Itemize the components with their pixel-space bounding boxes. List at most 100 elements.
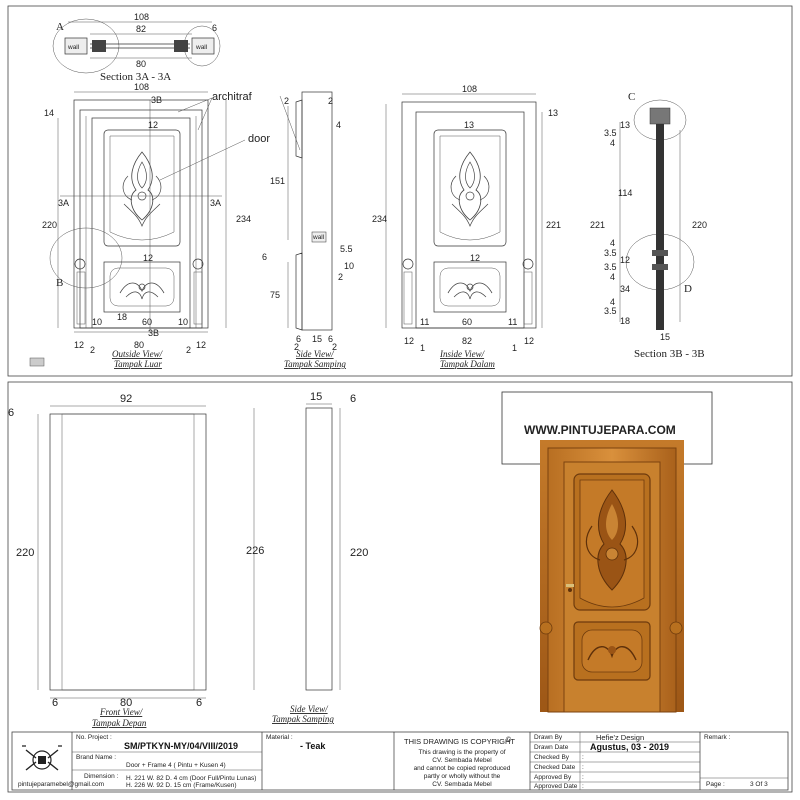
outside-dim-right-height: 234 bbox=[236, 214, 251, 224]
brand-name-label: Brand Name : bbox=[76, 754, 116, 761]
approved-date-label: Approved Date bbox=[534, 783, 578, 790]
side-caption-2: Tampak Samping bbox=[284, 359, 346, 369]
section-aa-wall-left: wall bbox=[67, 44, 80, 51]
side-view-top: wall 2 2 4 151 5.5 6 10 2 75 6 15 6 2 2 … bbox=[262, 91, 354, 369]
logo-caption: pintujeparamebel@gmail.com bbox=[18, 781, 104, 788]
outside-section-right: 3A bbox=[210, 198, 221, 208]
section-bb-detail-d: D bbox=[684, 283, 692, 295]
legend-swatch bbox=[29, 357, 45, 367]
outside-detail-b: B bbox=[56, 277, 63, 289]
outside-section-top: 3B bbox=[151, 95, 162, 105]
section-bb-d35c: 3.5 bbox=[604, 262, 617, 272]
dimension-label: Dimension : bbox=[84, 773, 119, 780]
dimension-line-1: H. 221 W. 82 D. 4 cm (Door Full/Pintu Lu… bbox=[126, 775, 256, 782]
section-bb-d4c: 4 bbox=[610, 272, 615, 282]
approved-by-colon: : bbox=[582, 774, 584, 781]
section-aa-marker: A bbox=[56, 21, 64, 33]
photo-watermark: WWW.PINTUJEPARA.COM bbox=[524, 423, 676, 437]
inside-dim-right-top: 13 bbox=[548, 108, 558, 118]
front-dim-left-height: 220 bbox=[16, 547, 34, 559]
side-dim-2: 2 bbox=[338, 272, 343, 282]
outside-section-left: 3A bbox=[58, 198, 69, 208]
outside-dim-top: 108 bbox=[134, 82, 149, 92]
inside-dim-base-1l: 1 bbox=[420, 343, 425, 353]
section-aa-dim-side: 6 bbox=[212, 23, 217, 33]
dimension-line-2: H. 226 W. 92 D. 15 cm (Frame/Kusen) bbox=[126, 782, 237, 789]
section-bb-d4d: 4 bbox=[610, 297, 615, 307]
material-value: - Teak bbox=[300, 741, 326, 751]
front-caption-1: Front View/ bbox=[99, 707, 144, 717]
section-aa-dim-bottom: 80 bbox=[136, 59, 146, 69]
copyright-line: This drawing is the property of bbox=[418, 749, 505, 756]
inside-dim-base-1r: 1 bbox=[512, 343, 517, 353]
section-aa-wall-right: wall bbox=[195, 44, 208, 51]
outside-dim-left-height: 220 bbox=[42, 220, 57, 230]
inside-caption-2: Tampak Dalam bbox=[440, 359, 495, 369]
section-aa-title: Section 3A - 3A bbox=[100, 71, 171, 83]
inside-dim-right-height: 221 bbox=[546, 220, 561, 230]
front-dim-right-height: 226 bbox=[246, 545, 264, 557]
copyright-line: and cannot be copied reproduced bbox=[414, 765, 511, 772]
inside-dim-base-82: 82 bbox=[462, 336, 472, 346]
section-aa: wall wall 108 82 80 6 A Section 3A - 3A bbox=[52, 12, 221, 83]
bside-dim-right-top: 6 bbox=[350, 393, 356, 405]
inside-dim-left-height: 234 bbox=[372, 214, 387, 224]
bside-caption-1: Side View/ bbox=[290, 704, 329, 714]
copyright-symbol: © bbox=[505, 736, 512, 744]
section-bb-title: Section 3B - 3B bbox=[634, 348, 705, 360]
front-dim-left-top: 6 bbox=[8, 407, 14, 419]
section-bb-d35a: 3.5 bbox=[604, 128, 617, 138]
approved-by-label: Approved By bbox=[534, 774, 572, 781]
inside-dim-b11l: 11 bbox=[420, 317, 429, 327]
outside-dim-mid-rail: 12 bbox=[143, 253, 153, 263]
no-project-value: SM/PTKYN-MY/04/VIII/2019 bbox=[124, 741, 238, 751]
outside-leader-architraf: architraf bbox=[212, 91, 253, 103]
checked-by-colon: : bbox=[582, 754, 584, 761]
section-aa-dim-inner: 82 bbox=[136, 24, 146, 34]
side-dim-10: 10 bbox=[344, 261, 354, 271]
drawn-date-value: Agustus, 03 - 2019 bbox=[590, 742, 669, 752]
section-bb-d35d: 3.5 bbox=[604, 306, 617, 316]
copyright-title: THIS DRAWING IS COPYRIGHT bbox=[404, 737, 515, 746]
side-dim-b15: 15 bbox=[312, 334, 322, 344]
front-dim-bottom-l: 6 bbox=[52, 697, 58, 709]
inside-dim-panel-top: 13 bbox=[464, 120, 474, 130]
title-block: pintujeparamebel@gmail.com No. Project :… bbox=[11, 731, 789, 791]
section-bb-d34: 34 bbox=[620, 284, 630, 294]
outside-dim-bottom-18: 18 bbox=[117, 312, 127, 322]
inside-dim-mid-rail: 12 bbox=[470, 253, 480, 263]
outside-dim-panel-top: 12 bbox=[148, 120, 158, 130]
checked-date-colon: : bbox=[582, 764, 584, 771]
page-value: 3 Of 3 bbox=[750, 781, 768, 788]
side-dim-6: 6 bbox=[262, 252, 267, 262]
outside-section-bottom: 3B bbox=[148, 328, 159, 338]
front-dim-top: 92 bbox=[120, 393, 132, 405]
bottom-side-view: 15 6 220 Side View/ Tampak Samping bbox=[272, 391, 368, 724]
drawn-by-value: Hefie'z Design bbox=[596, 733, 644, 742]
section-bb-d114: 114 bbox=[618, 188, 632, 198]
inside-dim-b11r: 11 bbox=[508, 317, 517, 327]
outside-caption-1: Outside View/ bbox=[112, 349, 164, 359]
section-bb-d35b: 3.5 bbox=[604, 248, 617, 258]
side-dim-5-5: 5.5 bbox=[340, 244, 353, 254]
section-bb-d13: 13 bbox=[620, 120, 630, 130]
outside-dim-left-top: 14 bbox=[44, 108, 54, 118]
bside-dim-height: 220 bbox=[350, 547, 368, 559]
front-dim-bottom-r: 6 bbox=[196, 697, 202, 709]
section-bb-d18: 18 bbox=[620, 316, 630, 326]
no-project-label: No. Project : bbox=[76, 734, 112, 741]
section-bb-d12: 12 bbox=[620, 255, 630, 265]
outside-view: 108 14 12 220 234 12 10 18 60 10 12 2 80… bbox=[42, 82, 270, 369]
bside-dim-top: 15 bbox=[310, 391, 322, 403]
outside-leader-door: door bbox=[248, 133, 270, 145]
side-dim-75: 75 bbox=[270, 290, 280, 300]
front-view: 92 6 220 226 6 80 6 Front View/ Tampak D… bbox=[8, 393, 264, 728]
remark-label: Remark : bbox=[704, 734, 731, 741]
company-logo bbox=[22, 745, 62, 771]
copyright-line: CV. Sembada Mebel bbox=[432, 757, 492, 764]
side-view-wall: wall bbox=[312, 234, 325, 241]
side-dim-b6l: 6 bbox=[296, 334, 301, 344]
copyright-line: CV. Sembada Mebel bbox=[432, 781, 492, 788]
